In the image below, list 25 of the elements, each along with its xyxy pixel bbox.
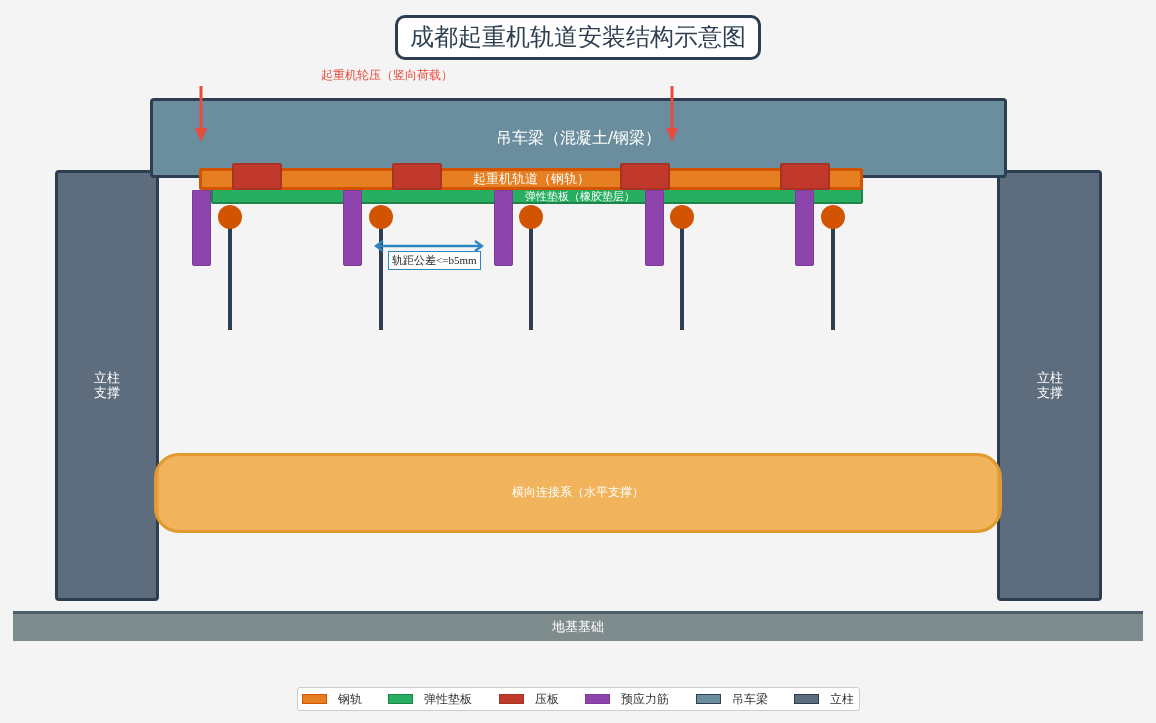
diagram-title: 成都起重机轨道安装结构示意图 xyxy=(395,15,761,60)
column-label: 立柱支撑 xyxy=(93,370,121,401)
bracing-label: 横向连接系（水平支撑） xyxy=(512,486,644,500)
tendon-bar xyxy=(192,190,211,266)
legend-label: 压板 xyxy=(534,690,559,708)
dimension-label: 轨距公差<=b5mm xyxy=(388,251,481,270)
foundation-label: 地基基础 xyxy=(552,620,604,635)
legend-label: 钢轨 xyxy=(338,690,362,708)
legend-label: 吊车梁 xyxy=(731,690,768,708)
column-label: 立柱支撑 xyxy=(1035,370,1064,401)
legend-label: 弹性垫板 xyxy=(424,690,473,708)
tendon-bar xyxy=(494,190,513,266)
tendon-bar xyxy=(645,190,664,266)
foundation-slab xyxy=(13,611,1143,641)
column xyxy=(55,170,159,601)
column xyxy=(997,170,1102,601)
load-label: 起重机轮压（竖向荷载） xyxy=(321,67,453,84)
bracing-band xyxy=(154,453,1002,533)
tendon-bar xyxy=(343,190,362,266)
tendon-bar xyxy=(795,190,814,266)
pad-label: 弹性垫板（橡胶垫层） xyxy=(525,190,635,202)
legend-label: 立柱 xyxy=(829,690,854,708)
rail-label: 起重机轨道（钢轨） xyxy=(472,171,590,187)
legend-label: 预应力筋 xyxy=(621,690,670,708)
beam-label: 吊车梁（混凝土/钢梁） xyxy=(495,128,662,148)
